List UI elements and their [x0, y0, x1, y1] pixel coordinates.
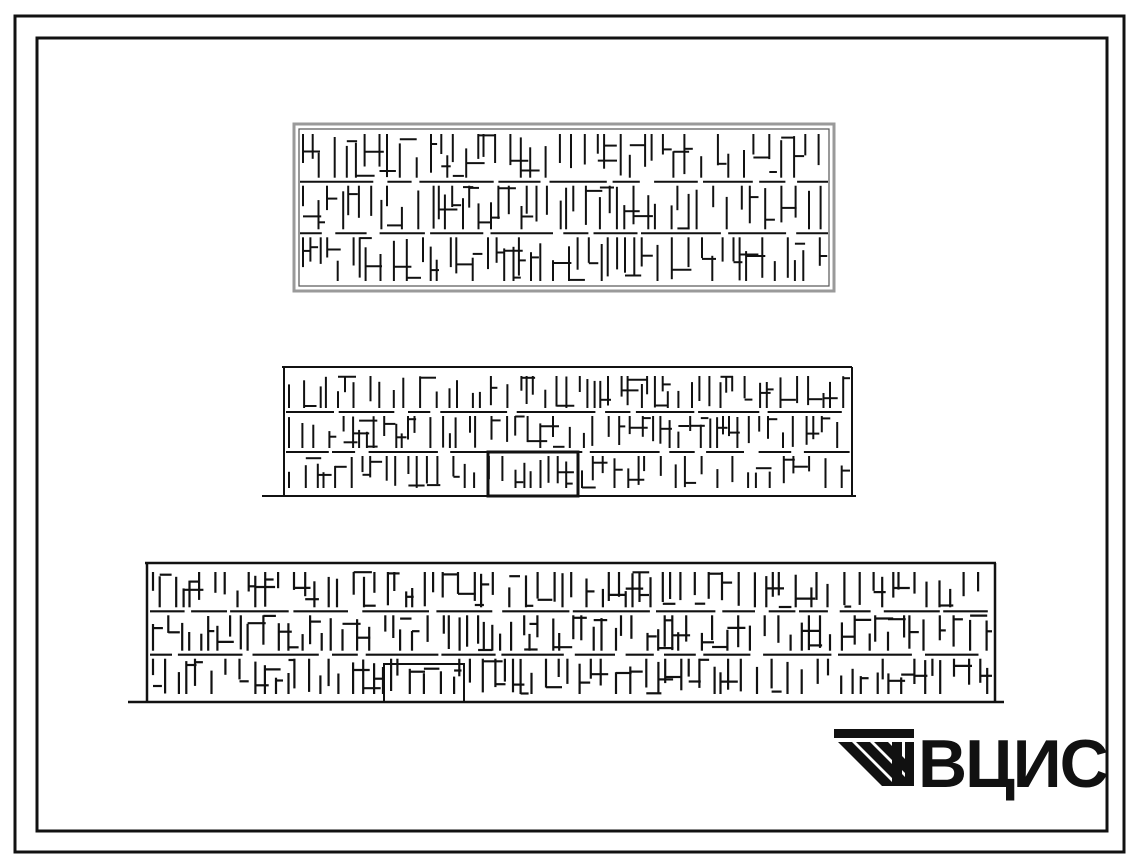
logo-text: ВЦИС: [918, 726, 1108, 802]
plan-detail: [300, 134, 828, 281]
logo-emblem-icon: [834, 729, 914, 786]
outer-frame: [13, 14, 1126, 854]
plan-outline: [292, 122, 836, 293]
front-elevation: [262, 366, 856, 498]
vtsis-logo: ВЦИС: [834, 726, 1110, 802]
rear-elevation: [128, 561, 1004, 704]
plan-inner-outline: [298, 128, 830, 287]
inner-frame: [35, 36, 1109, 833]
rear-detail: [150, 571, 992, 695]
plan-view: [292, 122, 836, 293]
front-detail: [286, 375, 850, 489]
